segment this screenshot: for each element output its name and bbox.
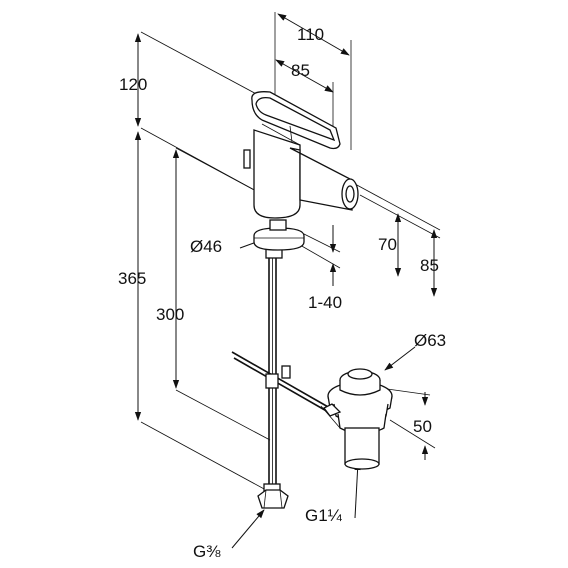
popup-linkage [231,351,331,414]
dim-diameter-46: Ø46 [190,237,222,256]
dim-110: 110 [297,25,324,44]
dim-85-top: 85 [291,61,310,80]
extension-lines [140,12,441,491]
dim-diameter-63: Ø63 [414,331,446,350]
dimension-lines [134,13,438,549]
dim-120: 120 [119,75,147,94]
dim-365: 365 [118,269,146,288]
dim-70: 70 [378,235,397,254]
thread-g1-1-4: G1¼ [305,506,343,525]
thread-g3-8: G⅜ [193,542,221,561]
dimension-labels: 110 85 120 365 300 Ø46 70 85 1-40 Ø63 50… [118,25,446,561]
dim-85-right: 85 [420,256,439,275]
dim-1-40: 1-40 [308,293,342,312]
faucet [243,91,359,509]
dim-50: 50 [413,417,432,436]
waste-valve [320,368,393,470]
dim-300: 300 [156,305,184,324]
